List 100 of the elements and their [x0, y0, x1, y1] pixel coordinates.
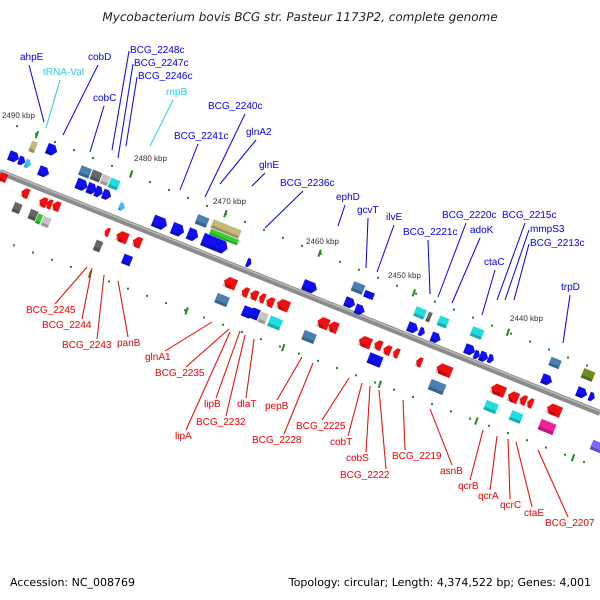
gene-label: asnB [440, 466, 463, 478]
gene-label: BCG_2222 [340, 470, 390, 482]
leader-line [366, 386, 370, 452]
leader-line [62, 64, 98, 136]
leader-line [118, 280, 128, 338]
gene-label: BCG_2219 [392, 451, 442, 463]
leader-line [504, 230, 530, 300]
gene-label: BCG_2220c [442, 210, 496, 222]
leader-line [402, 400, 406, 450]
gene-label: BCG_2243 [62, 340, 112, 352]
leader-line [204, 114, 246, 198]
leader-line [216, 330, 240, 398]
leader-line [276, 356, 302, 400]
leader-line [348, 382, 362, 436]
leader-line [470, 430, 484, 480]
footer-text: Topology: circular; Length: 4,374,522 bp; Genes: 4,001 [288, 576, 591, 589]
gene-label: cobS [346, 453, 369, 465]
leader-line [118, 64, 134, 158]
leader-line [186, 332, 230, 430]
leader-line [264, 190, 304, 228]
gene-label: BCG_2241c [174, 131, 228, 143]
position-label: 2480 kbp [134, 154, 167, 163]
leader-line [378, 390, 386, 470]
gene-label: BCG_2236c [280, 178, 334, 190]
gene-label: glnE [259, 160, 280, 172]
diagram-title: Mycobacterium bovis BCG str. Pasteur 1173P2, complete genome [102, 10, 498, 25]
leader-line [180, 144, 198, 190]
leader-line [150, 100, 174, 146]
leader-line [90, 106, 104, 152]
gene-label: glnA2 [246, 127, 272, 139]
gene-label: BCG_2225 [296, 421, 346, 433]
leader-line [28, 64, 44, 122]
gene-label: BCG_2228 [252, 435, 302, 447]
gene-label: BCG_2240c [208, 101, 262, 113]
leader-line [490, 436, 498, 490]
gene-label: BCG_2248c [130, 45, 184, 57]
leader-line [252, 172, 266, 186]
gene-label: ctaC [484, 257, 505, 269]
gene-label: glnA1 [145, 352, 171, 364]
leader-line [112, 50, 130, 150]
gene-label: mmpS3 [530, 224, 564, 236]
leader-line [496, 222, 526, 300]
gene-label: cobC [93, 93, 116, 105]
leader-line [508, 438, 510, 500]
gene-label: ctaE [524, 508, 544, 520]
leader-line [226, 334, 246, 416]
leader-line [366, 218, 368, 268]
gene-label: rnpB [166, 87, 188, 99]
leader-line [164, 322, 212, 352]
gene-label: dlaT [237, 399, 256, 411]
leader-line [284, 362, 314, 434]
leader-line [338, 204, 346, 226]
leader-line [246, 338, 254, 398]
leader-line [322, 378, 350, 420]
leader-line [430, 408, 452, 466]
leader-line [46, 80, 60, 128]
gene-label: panB [117, 338, 140, 350]
gene-label: BCG_2207 [545, 518, 594, 530]
gene-label: BCG_2245 [26, 305, 76, 317]
gene-label: BCG_2244 [42, 320, 92, 332]
position-label: 2440 kbp [510, 314, 543, 323]
gene-label: ilvE [386, 212, 402, 224]
leader-line [54, 266, 88, 304]
leader-line [514, 244, 530, 300]
gene-label: pepB [265, 401, 288, 413]
gene-label: qcrB [458, 481, 479, 493]
leader-line [538, 450, 568, 518]
leader-line [562, 294, 570, 344]
leader-line [82, 268, 92, 320]
gene-label: BCG_2215c [502, 210, 556, 222]
leader-line [452, 238, 480, 304]
leader-line [482, 270, 496, 316]
position-label: 2460 kbp [306, 237, 339, 246]
position-label: 2450 kbp [388, 271, 421, 280]
gene-label: adoK [470, 225, 494, 237]
gene-label: trpD [561, 282, 580, 294]
leader-line [96, 274, 104, 340]
leader-line [438, 222, 466, 298]
leader-line [220, 140, 256, 184]
gene-label: qcrC [500, 500, 522, 512]
leader-line [516, 442, 532, 508]
gene-label: lipB [204, 399, 221, 411]
gene-label: qcrA [478, 491, 499, 503]
gene-label: BCG_2235 [155, 368, 204, 380]
gene-label: ahpE [20, 52, 44, 64]
position-label: 2490 kbp [2, 111, 35, 120]
leader-line [126, 76, 138, 146]
gene-label: ephD [336, 192, 360, 204]
gene-label: BCG_2246c [138, 71, 192, 83]
gene-label: cobD [88, 52, 112, 64]
leader-line [376, 224, 394, 272]
gene-label: gcvT [357, 205, 379, 217]
gene-label: BCG_2221c [403, 227, 458, 239]
gene-label: lipA [175, 431, 192, 443]
gene-label: tRNA-Val [43, 67, 84, 79]
gene-label: BCG_2247c [134, 58, 188, 70]
position-label: 2470 kbp [213, 197, 246, 206]
gene-label: BCG_2213c [530, 238, 584, 250]
gene-label: cobT [330, 437, 352, 449]
leader-line [186, 328, 230, 368]
